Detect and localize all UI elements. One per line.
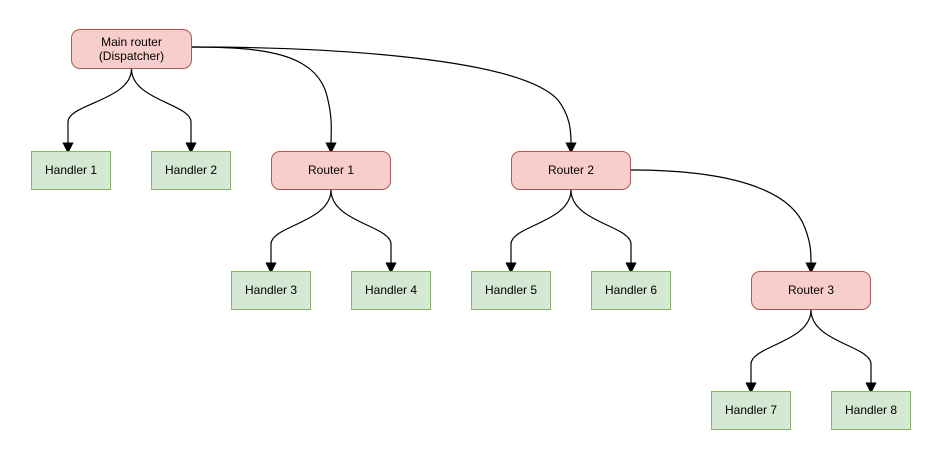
node-main-router[interactable]: Main router (Dispatcher)	[71, 29, 192, 69]
edge-main-to-router-1	[191, 46, 337, 154]
edge-router-2-to-handler-6-line	[570, 189, 632, 265]
node-handler-3[interactable]: Handler 3	[231, 271, 311, 310]
node-handler-6[interactable]: Handler 6	[591, 271, 671, 310]
edge-main-to-router-1-line	[191, 46, 332, 145]
edge-router-1-to-handler-3	[265, 189, 332, 274]
node-handler-1[interactable]: Handler 1	[31, 151, 111, 190]
edge-router-3-to-handler-7	[745, 309, 812, 394]
edge-router-2-to-handler-5-line	[510, 189, 572, 265]
edge-router-2-to-router-3	[630, 169, 817, 274]
node-handler-4[interactable]: Handler 4	[351, 271, 431, 310]
edge-router-1-to-handler-4-line	[330, 189, 392, 265]
node-handler-8[interactable]: Handler 8	[831, 391, 911, 430]
edge-router-2-to-handler-6	[570, 189, 637, 274]
node-handler-5[interactable]: Handler 5	[471, 271, 551, 310]
edge-main-to-handler-1	[62, 68, 133, 154]
node-handler-2[interactable]: Handler 2	[151, 151, 231, 190]
edge-main-to-handler-2-line	[130, 68, 192, 145]
edge-router-2-to-router-3-line	[630, 169, 812, 265]
edge-router-3-to-handler-8-line	[810, 309, 872, 385]
node-router-3[interactable]: Router 3	[751, 271, 871, 310]
edge-router-3-to-handler-7-line	[750, 309, 812, 385]
edge-main-to-router-2-line	[191, 46, 572, 145]
edge-router-3-to-handler-8	[810, 309, 877, 394]
edge-main-to-router-2	[191, 46, 577, 154]
edge-main-to-handler-2	[130, 68, 197, 154]
edge-router-1-to-handler-4	[330, 189, 397, 274]
node-handler-7[interactable]: Handler 7	[711, 391, 791, 430]
node-router-2[interactable]: Router 2	[511, 151, 631, 190]
edge-router-2-to-handler-5	[505, 189, 572, 274]
node-router-1[interactable]: Router 1	[271, 151, 391, 190]
edge-router-1-to-handler-3-line	[270, 189, 332, 265]
edge-main-to-handler-1-line	[67, 68, 133, 145]
